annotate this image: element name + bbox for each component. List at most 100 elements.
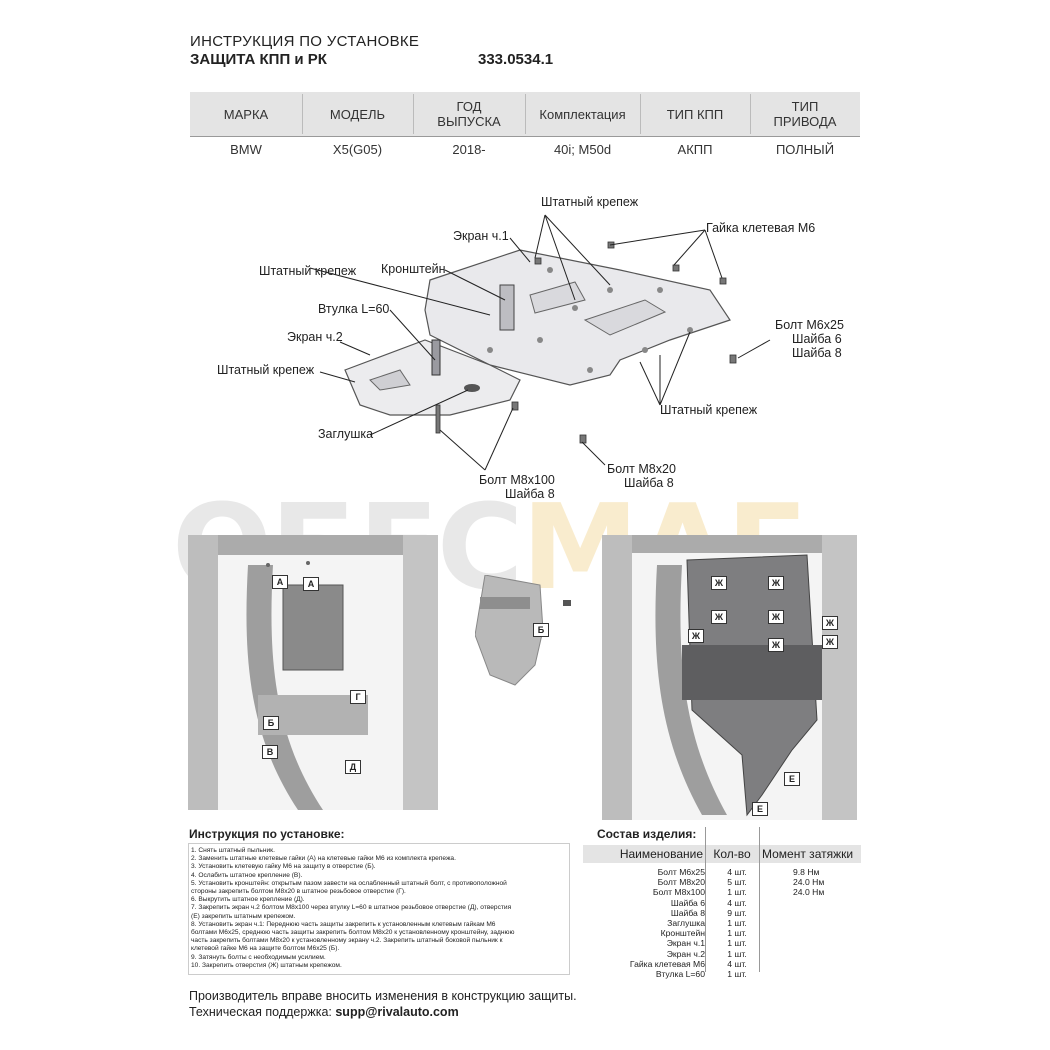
composition-cell: 9 шт. xyxy=(727,907,747,918)
composition-row: Кронштейн 1 шт. xyxy=(585,928,853,939)
divider xyxy=(190,136,860,137)
photo-marker: Е xyxy=(784,772,800,786)
photo-marker: Е xyxy=(752,802,768,816)
composition-cell: 1 шт. xyxy=(727,969,747,980)
instruction-step: 9. Затянуть болты с необходимым усилием. xyxy=(191,953,326,961)
composition-cell xyxy=(765,939,853,947)
doc-subtitle: ЗАЩИТА КПП и РК xyxy=(190,51,327,68)
composition-cell: Экран ч.1 xyxy=(666,938,705,949)
doc-title: ИНСТРУКЦИЯ ПО УСТАНОВКЕ xyxy=(190,33,420,50)
spec-header-1: МОДЕЛЬ xyxy=(329,106,386,122)
instruction-step: 1. Снять штатный пыльник. xyxy=(191,847,275,854)
label-standard-fastener-right: Штатный крепеж xyxy=(660,403,758,417)
label-plug: Заглушка xyxy=(318,427,374,441)
instruction-step: 7. Закрепить экран ч.2 болтом М8х100 чер… xyxy=(191,904,512,912)
label-standard-fastener-top: Штатный крепеж xyxy=(541,195,639,209)
photo-marker: Ж xyxy=(768,576,784,590)
composition-cell xyxy=(765,899,853,907)
label-washer-8b: Шайба 8 xyxy=(505,487,555,501)
spec-separator xyxy=(413,94,414,134)
cage-nut xyxy=(534,257,542,265)
photo-middle xyxy=(475,575,571,686)
spec-separator xyxy=(750,94,751,134)
footer-support: Техническая поддержка: supp@rivalauto.co… xyxy=(189,1005,459,1019)
exploded-diagram xyxy=(309,214,771,471)
bolt-m6x25 xyxy=(729,354,737,364)
photo-marker: Д xyxy=(345,760,361,774)
photo-marker: Г xyxy=(350,690,366,704)
composition-cell: 24.0 Нм xyxy=(793,877,825,888)
composition-cell: Кронштейн xyxy=(660,928,705,939)
instruction-step: 5. Установить кронштейн: открытым пазом … xyxy=(191,879,507,887)
composition-cell: Заглушка xyxy=(667,918,705,929)
spec-value-4: АКПП xyxy=(677,141,713,157)
composition-cell: 1 шт. xyxy=(727,887,747,898)
label-cage-nut: Гайка клетевая М6 xyxy=(706,221,816,235)
label-bolt-m8x20: Болт М8х20 xyxy=(607,462,676,476)
composition-cell: 4 шт. xyxy=(727,897,747,908)
label-bracket: Кронштейн xyxy=(381,262,446,276)
instruction-step: стороны закрепить болтом М8х20 в штатное… xyxy=(191,888,406,896)
spec-value-5: ПОЛНЫЙ xyxy=(775,141,835,157)
photo-right xyxy=(602,535,857,820)
composition-cell: Болт М8х100 xyxy=(652,887,705,898)
composition-cell: Болт М6х25 xyxy=(657,867,705,877)
composition-cell: 4 шт. xyxy=(727,867,747,877)
instruction-step: клетевой гайке М6 на защите болтом М6х25… xyxy=(191,945,340,953)
composition-cell: Шайба 8 xyxy=(670,907,705,918)
photo-marker: А xyxy=(272,575,288,589)
composition-row: Втулка L=60 1 шт. xyxy=(585,969,853,980)
instruction-step: (Е) закрепить штатным крепежом. xyxy=(191,912,296,920)
screen-part-1 xyxy=(424,249,731,386)
bolt-m8x20 xyxy=(511,401,519,411)
instruction-step: 8. Установить экран ч.1: Переднюю часть … xyxy=(191,920,496,928)
bracket xyxy=(499,284,515,331)
composition-cell: 5 шт. xyxy=(727,877,747,888)
instruction-step: 4. Ослабить штатное крепление (В). xyxy=(191,871,303,879)
composition-row: Болт М8х20 5 шт. 24.0 Нм xyxy=(585,877,853,888)
photo-marker: Ж xyxy=(768,610,784,624)
photo-marker: В xyxy=(262,745,278,759)
composition-cell: 1 шт. xyxy=(727,928,747,939)
composition-cell: Гайка клетевая М6 xyxy=(629,958,705,969)
spec-value-0: BMW xyxy=(230,141,262,157)
spec-header-3: Комплектация xyxy=(539,106,626,122)
composition-cell xyxy=(765,960,853,968)
photo-marker: Ж xyxy=(822,635,838,649)
composition-cell: Болт М8х20 xyxy=(657,877,705,888)
composition-cell: Втулка L=60 xyxy=(655,969,705,980)
bolt-m8x20 xyxy=(579,434,587,444)
spec-separator xyxy=(302,94,303,134)
spec-header-4: ТИП КПП xyxy=(666,106,724,122)
composition-title: Состав изделия: xyxy=(597,827,697,841)
composition-row: Шайба 8 9 шт. xyxy=(585,907,853,918)
label-standard-fastener-left2: Штатный крепеж xyxy=(217,363,315,377)
photo-marker: Ж xyxy=(688,629,704,643)
composition-cell xyxy=(765,970,853,978)
label-bolt-m6x25: Болт М6х25 xyxy=(775,318,844,332)
composition-divider-1 xyxy=(705,827,706,972)
label-bolt-m8x100: Болт М8х100 xyxy=(479,473,555,487)
instruction-step: 6. Выкрутить штатное крепление (Д). xyxy=(191,896,305,904)
instruction-step: 10. Закрепить отверстия (Ж) штатным креп… xyxy=(191,961,342,969)
composition-row: Болт М8х100 1 шт. 24.0 Нм xyxy=(585,887,853,898)
spec-value-2: 2018- xyxy=(452,141,486,157)
instruction-step: 2. Заменить штатные клетевые гайки (А) н… xyxy=(191,855,456,863)
part-code: 333.0534.1 xyxy=(478,51,554,68)
label-screen-part-2: Экран ч.2 xyxy=(287,330,343,344)
composition-cell: 24.0 Нм xyxy=(793,887,825,898)
photo-marker: Ж xyxy=(711,576,727,590)
composition-cell: 1 шт. xyxy=(727,948,747,959)
label-screen-part-1: Экран ч.1 xyxy=(453,229,509,243)
spec-value-3: 40i; M50d xyxy=(553,141,612,157)
screen-part-2 xyxy=(344,339,521,416)
support-email[interactable]: supp@rivalauto.com xyxy=(335,1005,459,1019)
spec-separator xyxy=(640,94,641,134)
composition-cell xyxy=(765,929,853,937)
photo-left xyxy=(188,535,438,810)
